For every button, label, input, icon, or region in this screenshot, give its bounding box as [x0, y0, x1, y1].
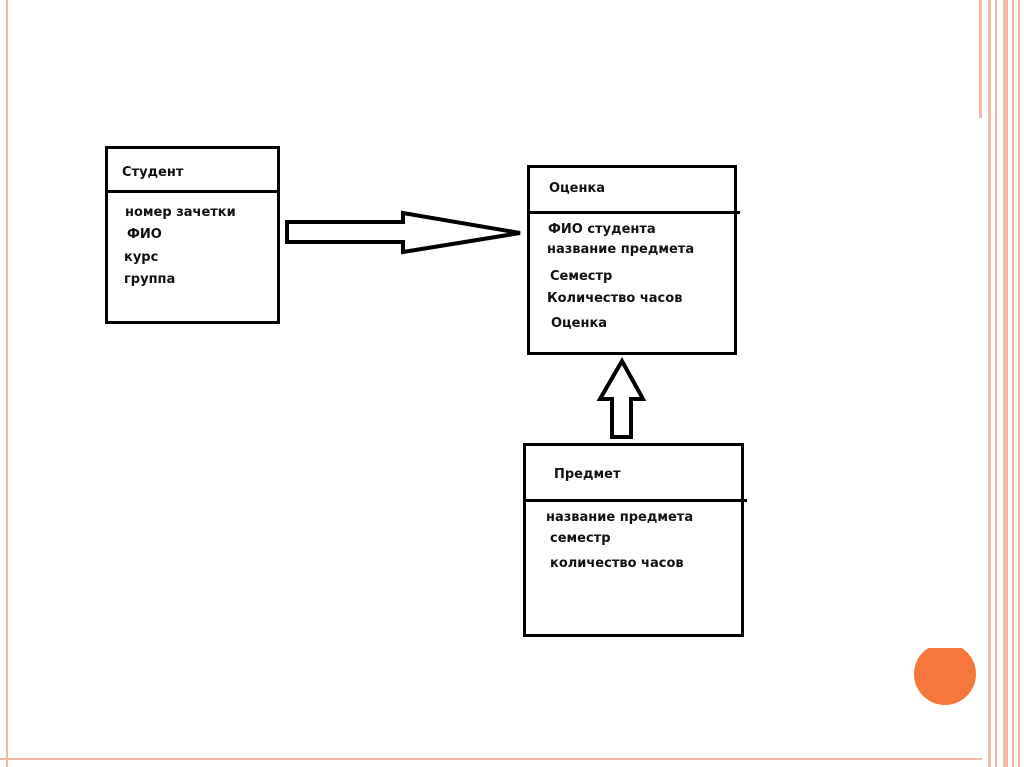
entity-subject: Предмет название предмета семестр количе… [523, 443, 747, 637]
frame-right-line-1 [979, 0, 982, 118]
grade-attr-semester: Семестр [550, 269, 613, 284]
entity-student: Студент номер зачетки ФИО курс группа [105, 146, 280, 324]
frame-right-line-3 [995, 0, 997, 767]
entity-grade-title: Оценка [549, 181, 606, 196]
arrow-subject-to-grade [596, 356, 647, 439]
grade-attr-subject-name: название предмета [547, 242, 695, 257]
frame-right-line-4 [1003, 0, 1008, 767]
subject-attr-name: название предмета [546, 510, 694, 525]
entity-grade-divider [530, 211, 740, 214]
grade-attr-grade: Оценка [551, 316, 608, 331]
frame-right-line-2 [988, 0, 991, 767]
frame-bottom-line [0, 758, 982, 760]
student-attr-record-book: номер зачетки [125, 205, 236, 220]
accent-circle [914, 643, 976, 705]
entity-student-divider [108, 190, 278, 193]
frame-right-line-5 [1012, 0, 1014, 767]
subject-attr-hours: количество часов [550, 556, 684, 571]
student-attr-name: ФИО [127, 227, 162, 242]
frame-right-line-6 [1018, 0, 1020, 767]
subject-attr-semester: семестр [550, 531, 611, 546]
grade-attr-student-name: ФИО студента [548, 222, 656, 237]
frame-left-line [6, 0, 8, 767]
grade-attr-hours: Количество часов [547, 291, 683, 306]
arrow-student-to-grade [285, 210, 521, 255]
entity-subject-divider [526, 499, 747, 502]
entity-student-title: Студент [122, 165, 184, 180]
student-attr-course: курс [124, 250, 159, 265]
entity-subject-title: Предмет [554, 467, 621, 482]
student-attr-group: группа [124, 272, 176, 287]
entity-grade: Оценка ФИО студента название предмета Се… [527, 165, 740, 355]
accent-circle-cut [905, 636, 981, 648]
